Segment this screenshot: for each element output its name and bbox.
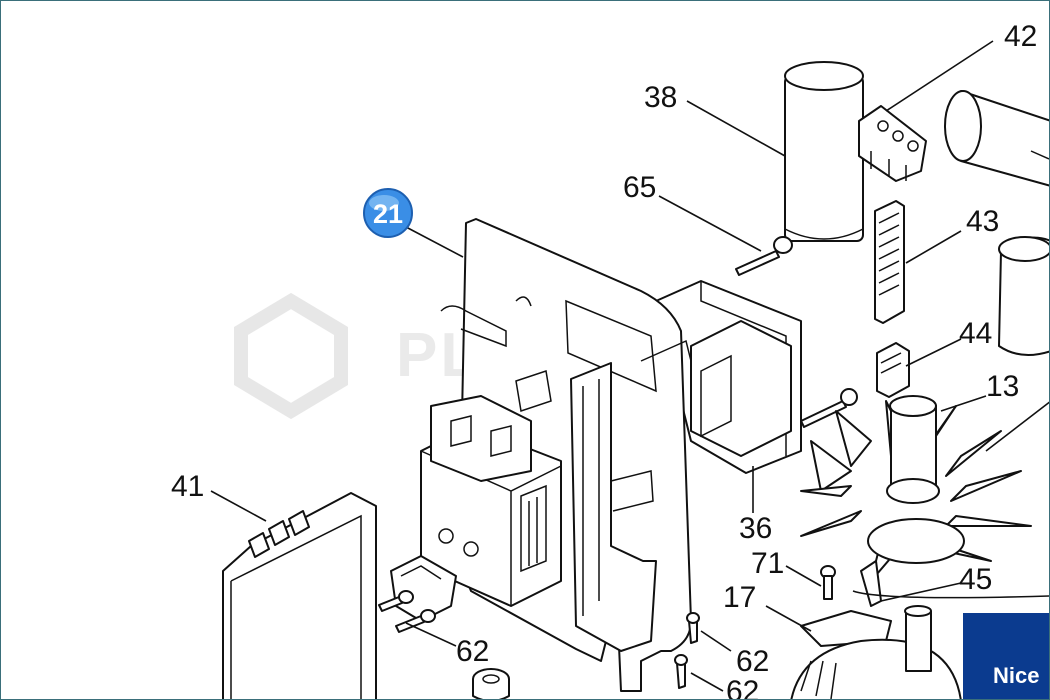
screw-65	[735, 236, 793, 276]
label-36: 36	[739, 512, 772, 545]
label-62-right: 62	[736, 645, 769, 678]
connector-strip-43	[874, 200, 905, 324]
display-panel-41	[222, 492, 377, 699]
label-45: 45	[959, 563, 992, 596]
screw-71	[820, 565, 836, 600]
bracket	[570, 362, 657, 652]
part-labels: 42 38 65 43 44 13 36 41 71 45 17 62 62 6…	[171, 20, 1037, 700]
label-65: 65	[623, 171, 656, 204]
label-42: 42	[1004, 20, 1037, 53]
fan-13	[800, 395, 1032, 582]
brand-logo-text: Nice	[993, 663, 1040, 688]
control-box	[420, 395, 562, 607]
label-38: 38	[644, 81, 677, 114]
capacitor-partial-right	[998, 236, 1049, 356]
capacitor-right-42	[944, 90, 1049, 187]
label-71: 71	[751, 547, 784, 580]
label-17: 17	[723, 581, 756, 614]
transformer-36	[655, 280, 802, 474]
clip-45	[852, 560, 1049, 607]
brand-logo: Nice	[963, 613, 1049, 699]
label-62-bottom: 62	[726, 675, 759, 700]
label-41: 41	[171, 470, 204, 503]
callout-badge-21[interactable]: 21	[363, 188, 413, 238]
label-13: 13	[986, 370, 1019, 403]
leader-lines	[210, 40, 1049, 692]
terminal-block-42	[858, 105, 927, 182]
ferrite-ring	[472, 668, 510, 699]
label-44: 44	[959, 317, 992, 350]
connector-44	[876, 342, 910, 398]
label-62-left: 62	[456, 635, 489, 668]
label-43: 43	[966, 205, 999, 238]
callout-badge-number: 21	[373, 199, 403, 229]
capacitor-38	[784, 61, 864, 242]
base-plate-17	[790, 605, 962, 699]
screw-transformer	[800, 388, 858, 428]
